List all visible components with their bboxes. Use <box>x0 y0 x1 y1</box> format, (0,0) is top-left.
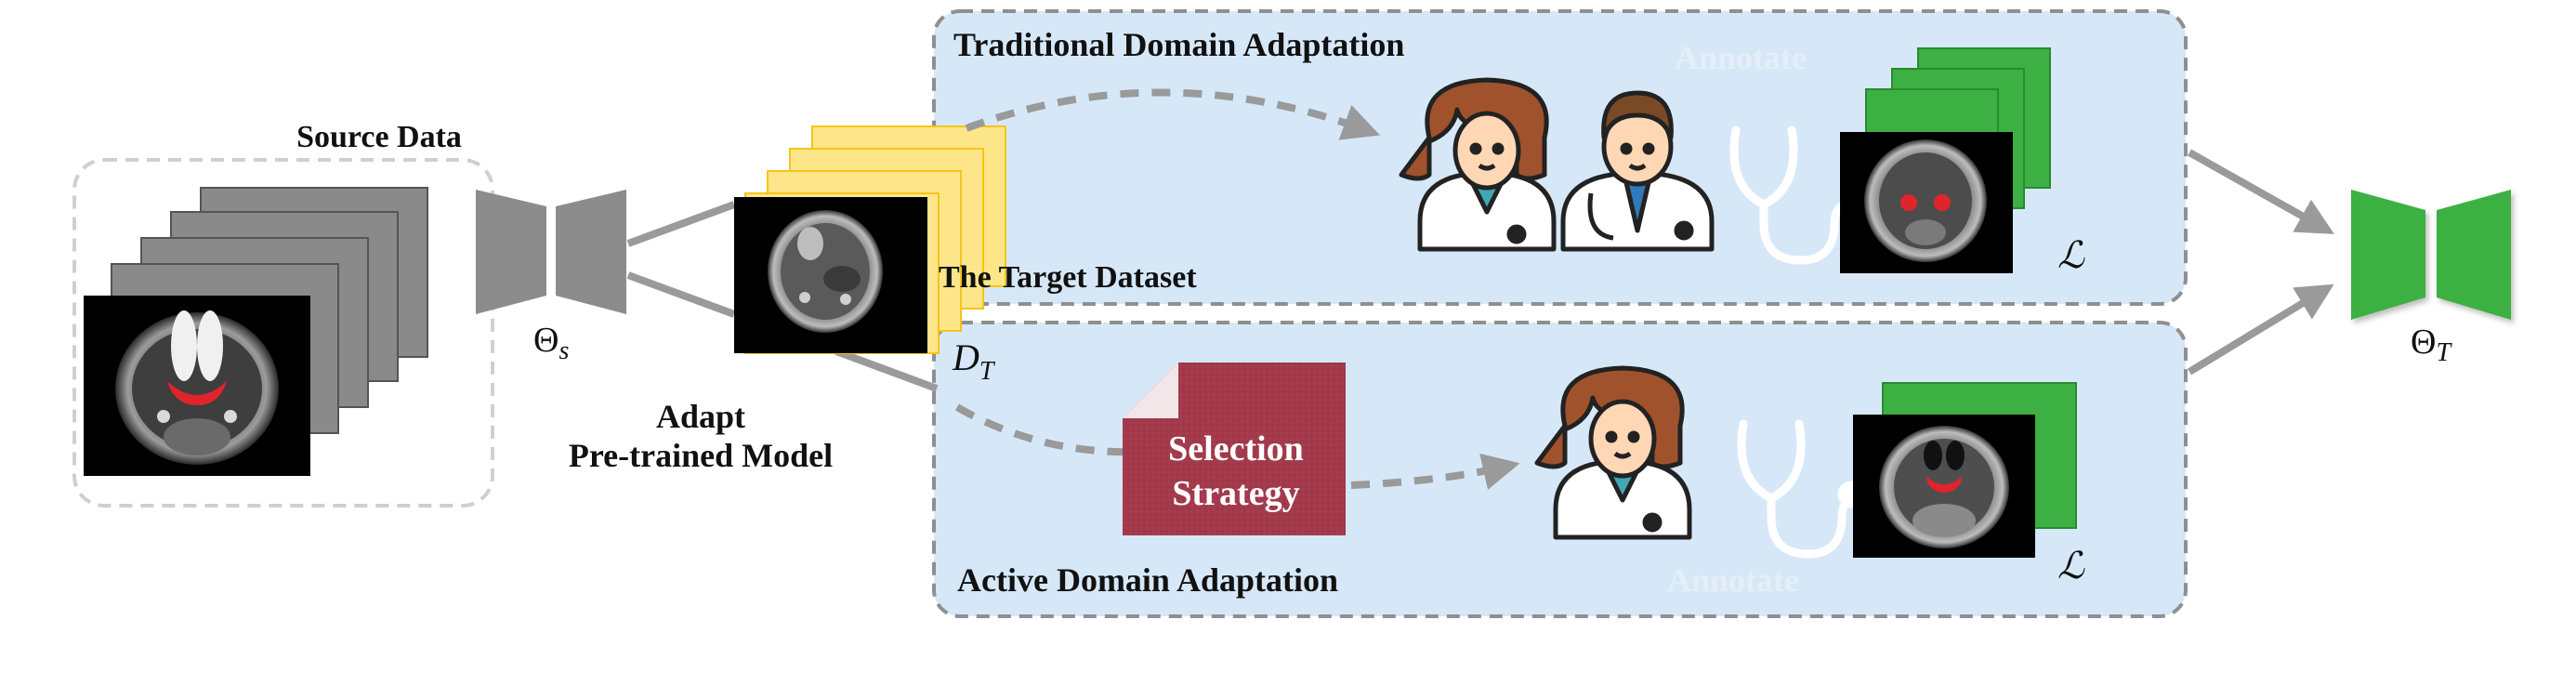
target-dt-label: DT <box>952 336 996 386</box>
active-annotate-label: Annotate <box>1667 561 1799 599</box>
output-arrows <box>2187 149 2334 376</box>
target-dataset-title: The Target Dataset <box>939 260 1197 295</box>
target-encoder <box>2351 190 2425 320</box>
source-data-group: Source Data <box>72 120 494 508</box>
adapt-connectors <box>626 201 939 392</box>
mri-scan-icon <box>84 296 310 476</box>
adapt-line2: Pre-trained Model <box>569 437 833 474</box>
source-encoder <box>476 190 546 314</box>
source-decoder <box>556 190 626 314</box>
target-model <box>2351 190 2511 320</box>
adapt-line1: Adapt <box>656 398 745 435</box>
source-data-box <box>72 158 494 508</box>
female-doctor-icon <box>1534 365 1692 540</box>
strategy-line1: Selection <box>1168 429 1304 468</box>
selection-strategy-document: Selection Strategy <box>1123 363 1346 535</box>
traditional-title: Traditional Domain Adaptation <box>953 26 1404 63</box>
active-title: Active Domain Adaptation <box>957 561 1338 599</box>
target-theta-label: ΘT <box>2411 323 2452 367</box>
target-decoder <box>2437 190 2511 320</box>
male-doctor-icon <box>1560 90 1715 252</box>
active-dashed-arrow-in <box>954 403 1144 456</box>
target-mri-scan-icon <box>734 197 927 353</box>
source-theta-label: Θs <box>533 321 569 365</box>
traditional-dashed-arrow <box>965 88 1381 140</box>
active-loss-label: ℒ <box>2057 545 2085 587</box>
active-dashed-arrow-out <box>1350 453 1520 490</box>
target-dataset-group: The Target Dataset DT <box>734 125 1197 386</box>
female-doctor-icon <box>1399 77 1557 252</box>
traditional-annotated-mri <box>1840 132 2013 273</box>
strategy-line2: Strategy <box>1172 474 1299 513</box>
active-annotated-mri <box>1853 415 2035 558</box>
traditional-annotate-label: Annotate <box>1675 39 1807 76</box>
traditional-loss-label: ℒ <box>2057 234 2085 276</box>
source-data-title: Source Data <box>296 120 462 154</box>
adapt-caption: Adapt Pre-trained Model <box>569 398 833 474</box>
source-model: Θs <box>476 190 626 365</box>
